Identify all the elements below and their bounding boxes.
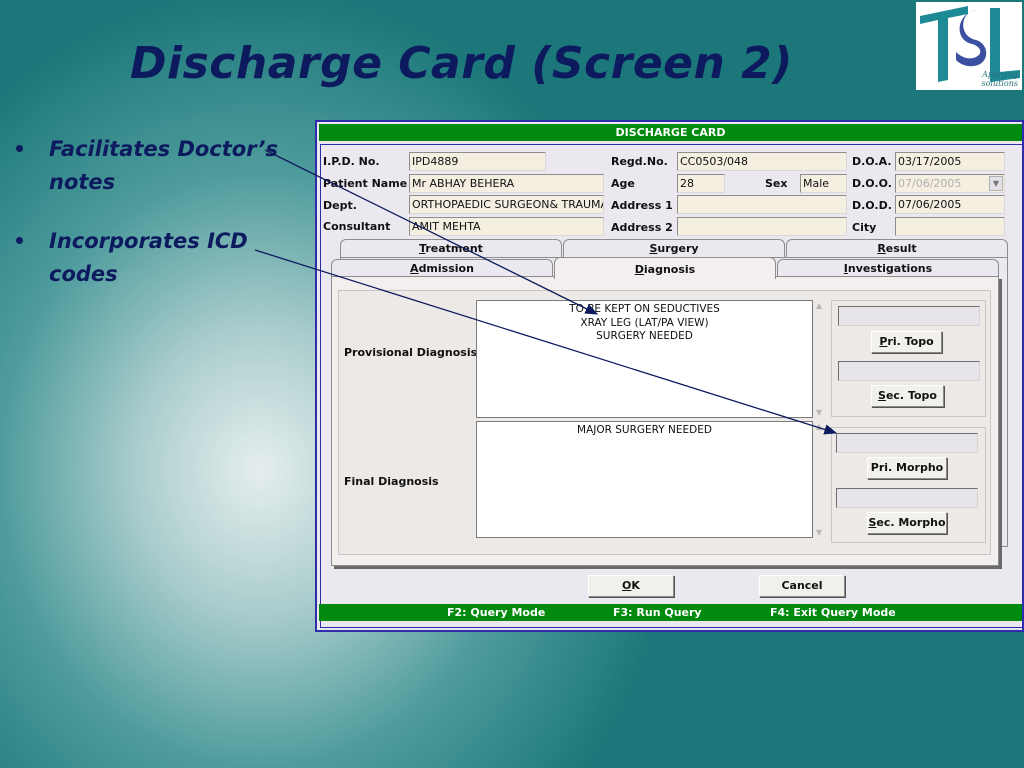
sec-morpho-hotkey: S: [868, 516, 877, 529]
tab-surgery-label: urgery: [657, 242, 699, 255]
patient-name-field[interactable]: Mr ABHAY BEHERA: [409, 174, 604, 193]
tab-treatment-label: reatment: [425, 242, 483, 255]
tab-admission-label: dmission: [418, 262, 474, 275]
age-field[interactable]: 28: [677, 174, 725, 193]
sec-morpho-label: ec. Morpho: [876, 516, 946, 529]
age-label: Age: [611, 177, 635, 190]
tab-result[interactable]: Result: [786, 239, 1008, 259]
dept-field[interactable]: ORTHOPAEDIC SURGEON& TRAUMA: [409, 195, 604, 214]
doo-value: 07/06/2005: [898, 177, 962, 190]
sex-field[interactable]: Male: [800, 174, 847, 193]
sex-label: Sex: [765, 177, 788, 190]
pri-morpho-button[interactable]: Pri. Morpho: [867, 457, 947, 479]
address-2-field[interactable]: [677, 217, 847, 236]
bullet-list: Facilitates Doctor’s notes Incorporates …: [14, 133, 304, 317]
final-scrollbar[interactable]: ▲ ▼: [814, 421, 828, 538]
chevron-down-icon[interactable]: ▼: [989, 176, 1003, 191]
final-diagnosis-textarea[interactable]: MAJOR SURGERY NEEDED: [476, 421, 813, 538]
provisional-line: SURGERY NEEDED: [596, 330, 693, 342]
scroll-up-icon[interactable]: ▲: [816, 301, 823, 310]
consultant-field[interactable]: AMIT MEHTA: [409, 217, 604, 236]
provisional-diagnosis-label: Provisional Diagnosis: [344, 346, 478, 359]
tab-diagnosis-hotkey: D: [634, 263, 644, 276]
dept-label: Dept.: [323, 199, 357, 212]
tsl-logo-mark: [920, 6, 1020, 82]
ok-label: K: [631, 579, 640, 592]
ok-button[interactable]: OK: [588, 575, 674, 597]
patient-name-label: Patient Name: [323, 177, 408, 190]
pri-topo-button[interactable]: Pri. Topo: [871, 331, 942, 353]
cancel-button[interactable]: Cancel: [759, 575, 845, 597]
tab-result-hotkey: R: [877, 242, 886, 255]
dod-label: D.O.D.: [852, 199, 892, 212]
window-title: DISCHARGE CARD: [319, 124, 1022, 141]
status-query-mode: F2: Query Mode: [447, 606, 546, 619]
tab-investigations-hotkey: I: [843, 262, 848, 275]
bullet-dot-icon: [16, 145, 23, 152]
pri-topo-hotkey: P: [879, 335, 888, 348]
status-bar: F2: Query Mode F3: Run Query F4: Exit Qu…: [319, 604, 1022, 621]
tab-result-label: esult: [885, 242, 917, 255]
city-label: City: [852, 221, 877, 234]
doa-label: D.O.A.: [852, 155, 892, 168]
tab-admission-hotkey: A: [410, 262, 419, 275]
doo-label: D.O.O.: [852, 177, 892, 190]
address-1-label: Address 1: [611, 199, 673, 212]
regd-no-field[interactable]: CC0503/048: [677, 152, 847, 171]
tab-investigations-label: nvestigations: [847, 262, 933, 275]
tab-treatment[interactable]: Treatment: [340, 239, 562, 259]
doa-field[interactable]: 03/17/2005: [895, 152, 1005, 171]
dod-field[interactable]: 07/06/2005: [895, 195, 1005, 214]
bullet-dot-icon: [16, 237, 23, 244]
address-2-label: Address 2: [611, 221, 673, 234]
sec-morpho-button[interactable]: Sec. Morpho: [867, 512, 947, 534]
logo-tagline-2: solutions: [981, 79, 1018, 88]
status-exit-query-mode: F4: Exit Query Mode: [770, 606, 896, 619]
sec-topo-field[interactable]: [838, 361, 980, 381]
slide-title: Discharge Card (Screen 2): [130, 38, 793, 89]
scroll-down-icon[interactable]: ▼: [816, 528, 823, 537]
provisional-scrollbar[interactable]: ▲ ▼: [814, 300, 828, 418]
sec-topo-label: ec. Topo: [885, 389, 937, 402]
pri-morpho-field[interactable]: [836, 433, 978, 453]
sec-morpho-field[interactable]: [836, 488, 978, 508]
tab-diagnosis[interactable]: Diagnosis: [554, 257, 776, 279]
city-field[interactable]: [895, 217, 1005, 236]
pri-topo-field[interactable]: [838, 306, 980, 326]
tab-diagnosis-label: iagnosis: [643, 263, 696, 276]
bullet-text-doctor-notes: Facilitates Doctor’s notes: [49, 137, 278, 194]
sec-topo-hotkey: S: [878, 389, 886, 402]
tab-surgery-hotkey: S: [649, 242, 658, 255]
provisional-line: TO BE KEPT ON SEDUCTIVES: [569, 303, 720, 315]
tab-surgery[interactable]: Surgery: [563, 239, 785, 259]
provisional-diagnosis-textarea[interactable]: TO BE KEPT ON SEDUCTIVES XRAY LEG (LAT/P…: [476, 300, 813, 418]
address-1-field[interactable]: [677, 195, 847, 214]
logo-tagline-1: Applying: [982, 70, 1018, 79]
ok-hotkey: O: [622, 579, 632, 592]
sec-topo-button[interactable]: Sec. Topo: [871, 385, 944, 407]
bullet-text-icd-codes: Incorporates ICD codes: [49, 229, 248, 286]
scroll-up-icon[interactable]: ▲: [816, 422, 823, 431]
pri-topo-label: ri. Topo: [887, 335, 934, 348]
logo-tagline: Applying solutions: [982, 70, 1018, 88]
bullet-item: Facilitates Doctor’s notes: [14, 133, 304, 199]
ipd-no-field[interactable]: IPD4889: [409, 152, 546, 171]
scroll-down-icon[interactable]: ▼: [816, 408, 823, 417]
company-logo: Applying solutions: [916, 2, 1022, 90]
consultant-label: Consultant: [323, 220, 391, 233]
final-diagnosis-label: Final Diagnosis: [344, 475, 439, 488]
ipd-no-label: I.P.D. No.: [323, 155, 380, 168]
bullet-item: Incorporates ICD codes: [14, 225, 304, 291]
provisional-line: XRAY LEG (LAT/PA VIEW): [580, 316, 709, 329]
final-line: MAJOR SURGERY NEEDED: [577, 424, 712, 436]
regd-no-label: Regd.No.: [611, 155, 668, 168]
doo-dropdown[interactable]: 07/06/2005 ▼: [895, 174, 1005, 193]
status-run-query: F3: Run Query: [613, 606, 702, 619]
